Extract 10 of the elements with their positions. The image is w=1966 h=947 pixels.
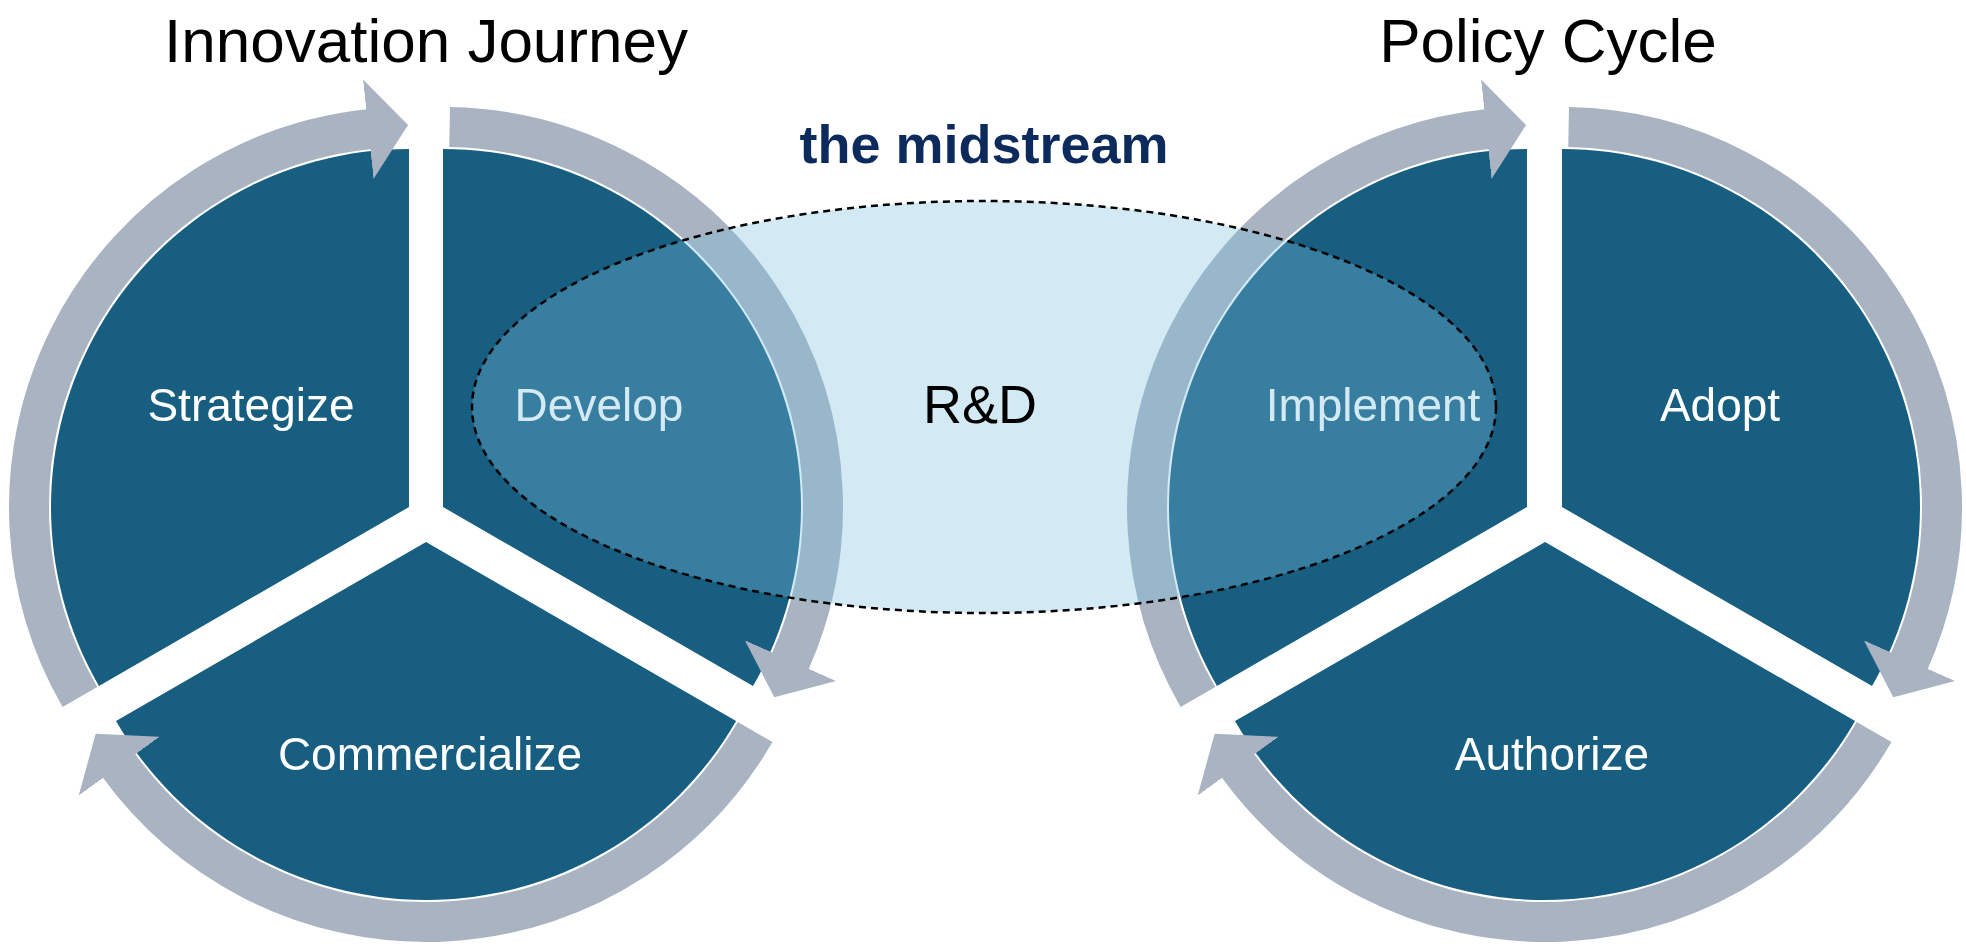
segment-label: Strategize	[147, 378, 355, 432]
cycle-title: Innovation Journey	[164, 4, 688, 76]
cycle-title: Policy Cycle	[1379, 4, 1717, 76]
segment-label: Adopt	[1659, 378, 1781, 432]
ellipse-label: R&D	[923, 373, 1037, 435]
ellipse-heading: the midstream	[799, 113, 1169, 175]
segment-label: Commercialize	[277, 727, 583, 781]
segment-label: Develop	[514, 378, 684, 432]
segment-label: Implement	[1265, 378, 1481, 432]
segment-label: Authorize	[1454, 727, 1650, 781]
